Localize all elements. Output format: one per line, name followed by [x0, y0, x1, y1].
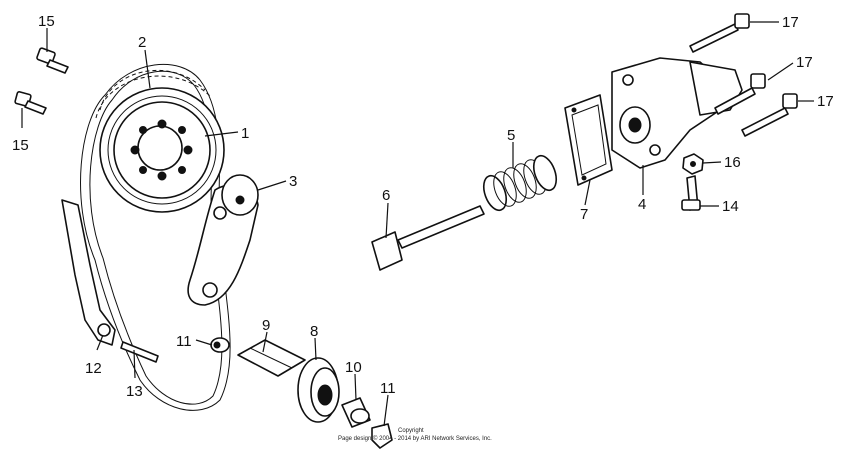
tensioner-roller: [297, 357, 340, 423]
cam-sprocket: [99, 87, 225, 213]
bolt-17-mid: [714, 73, 766, 115]
chain-guide: [61, 199, 116, 346]
callout-10: 10: [345, 359, 362, 376]
tensioner-arm: [187, 174, 259, 306]
callout-15-upper: 15: [38, 13, 55, 30]
nut-16: [682, 153, 704, 175]
callout-14: 14: [722, 198, 739, 215]
pin-11-upper: [210, 337, 230, 353]
callout-1: 1: [241, 125, 249, 142]
callout-9: 9: [262, 317, 270, 334]
chain-links: [95, 69, 211, 119]
callouts: 15 15 2 1 3 12 13 11 9 8 10 11 6 5 7 4 1…: [12, 13, 834, 400]
callout-12: 12: [85, 360, 102, 377]
callout-15-lower: 15: [12, 137, 29, 154]
tensioner-shaft: [237, 339, 306, 377]
spring: [482, 154, 558, 212]
callout-17-top: 17: [782, 14, 799, 31]
cam-chain: [80, 63, 231, 411]
bolt-15-lower: [14, 91, 47, 115]
callout-17-low: 17: [817, 93, 834, 110]
collar: [341, 397, 371, 428]
tensioner-housing: [611, 57, 743, 169]
callout-11-lower: 11: [380, 380, 396, 397]
push-rod: [371, 205, 485, 271]
pin-11-lower: [371, 423, 393, 449]
callout-13: 13: [126, 383, 143, 400]
callout-7: 7: [580, 206, 588, 223]
callout-17-mid: 17: [796, 54, 813, 71]
copyright-notice: Copyright Page design © 2004 - 2014 by A…: [338, 428, 492, 442]
callout-2: 2: [138, 34, 146, 51]
callout-16: 16: [724, 154, 741, 171]
leader-lines: [21, 21, 814, 427]
bolt-17-top: [689, 13, 750, 53]
callout-5: 5: [507, 127, 515, 144]
bolt-15-upper: [36, 47, 69, 74]
gasket: [564, 94, 613, 186]
callout-8: 8: [310, 323, 318, 340]
callout-3: 3: [289, 173, 297, 190]
bolt-17-low: [741, 93, 798, 137]
bolt-14: [681, 175, 701, 211]
callout-6: 6: [382, 187, 390, 204]
callout-4: 4: [638, 196, 646, 213]
copyright-line-2: Page design © 2004 - 2014 by ARI Network…: [338, 435, 492, 442]
copyright-line-1: Copyright: [398, 428, 424, 434]
callout-11-upper: 11: [176, 333, 192, 350]
guide-pin: [120, 341, 159, 363]
